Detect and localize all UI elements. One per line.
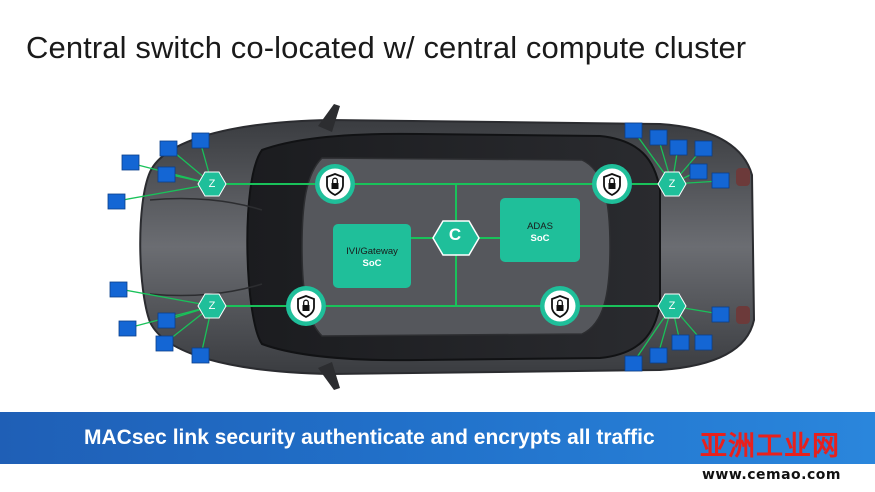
ecu-module [689,163,708,180]
ivi-gateway-soc-label: IVI/Gateway SoC [332,246,412,270]
ecu-module [109,281,128,298]
adas-soc-box [500,198,580,262]
ecu-module [191,132,210,149]
ecu-module [157,166,176,183]
page-title: Central switch co-located w/ central com… [26,30,747,65]
zone-label: Z [668,300,676,312]
padlock-shield-icon [592,164,632,204]
lock-icons [286,164,632,326]
ecu-module [159,140,178,157]
ecu-module [649,129,668,146]
zone-switch-front-right [197,293,227,319]
bottom-banner [0,412,875,464]
ecu-module [157,312,176,329]
soc-name: IVI/Gateway [346,246,398,257]
zone-switch-rear-right [657,293,687,319]
zone-switch-front-left [197,171,227,197]
ecu-module [155,335,174,352]
soc-type: SoC [530,232,550,244]
central-switch-hexagon [432,220,480,256]
zone-label: Z [208,300,216,312]
banner-text: MACsec link security authenticate and en… [84,426,655,449]
padlock-shield-icon [286,286,326,326]
ecu-modules [107,122,730,372]
ecu-module [118,320,137,337]
ecu-module [711,172,730,189]
ivi-gateway-soc-box [333,224,411,288]
central-switch-label: C [448,225,462,244]
padlock-shield-icon [540,286,580,326]
ecu-module [711,306,730,323]
ecu-module [669,139,688,156]
zone-switch-rear-left [657,171,687,197]
ecu-module [694,334,713,351]
watermark-brand: 亚洲工业网 [700,431,840,462]
ecu-module [624,122,643,139]
ecu-module [121,154,140,171]
padlock-shield-icon [315,164,355,204]
adas-soc-label: ADAS SoC [500,221,580,245]
ecu-module [671,334,690,351]
soc-name: ADAS [527,221,553,232]
watermark-url: www.cemao.com [702,467,841,483]
zone-label: Z [668,178,676,190]
ecu-module [649,347,668,364]
ecu-module [107,193,126,210]
ecu-module [694,140,713,157]
ecu-module [624,355,643,372]
ecu-module [191,347,210,364]
soc-type: SoC [362,257,382,269]
zone-label: Z [208,178,216,190]
zone-switches [197,171,687,319]
